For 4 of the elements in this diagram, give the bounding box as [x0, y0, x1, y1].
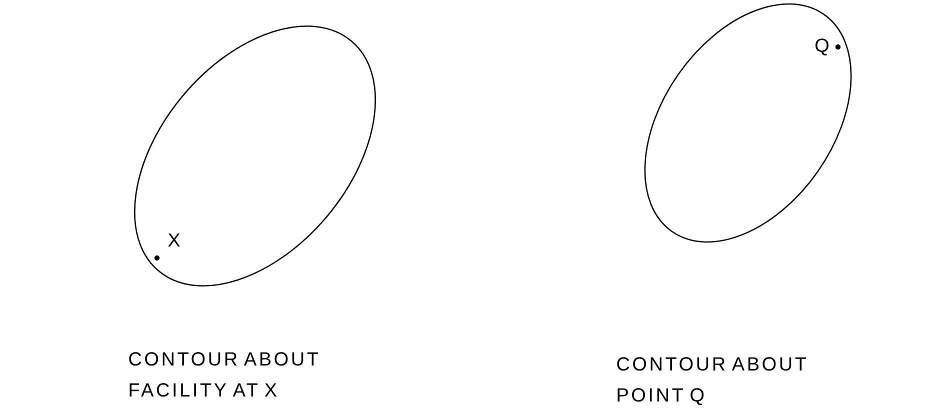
caption: CONTOUR ABOUT FACILITY AT X: [129, 352, 318, 397]
point-label: Q: [816, 38, 828, 56]
point-label: X: [168, 233, 180, 247]
caption: CONTOUR ABOUT POINT Q: [617, 357, 806, 406]
